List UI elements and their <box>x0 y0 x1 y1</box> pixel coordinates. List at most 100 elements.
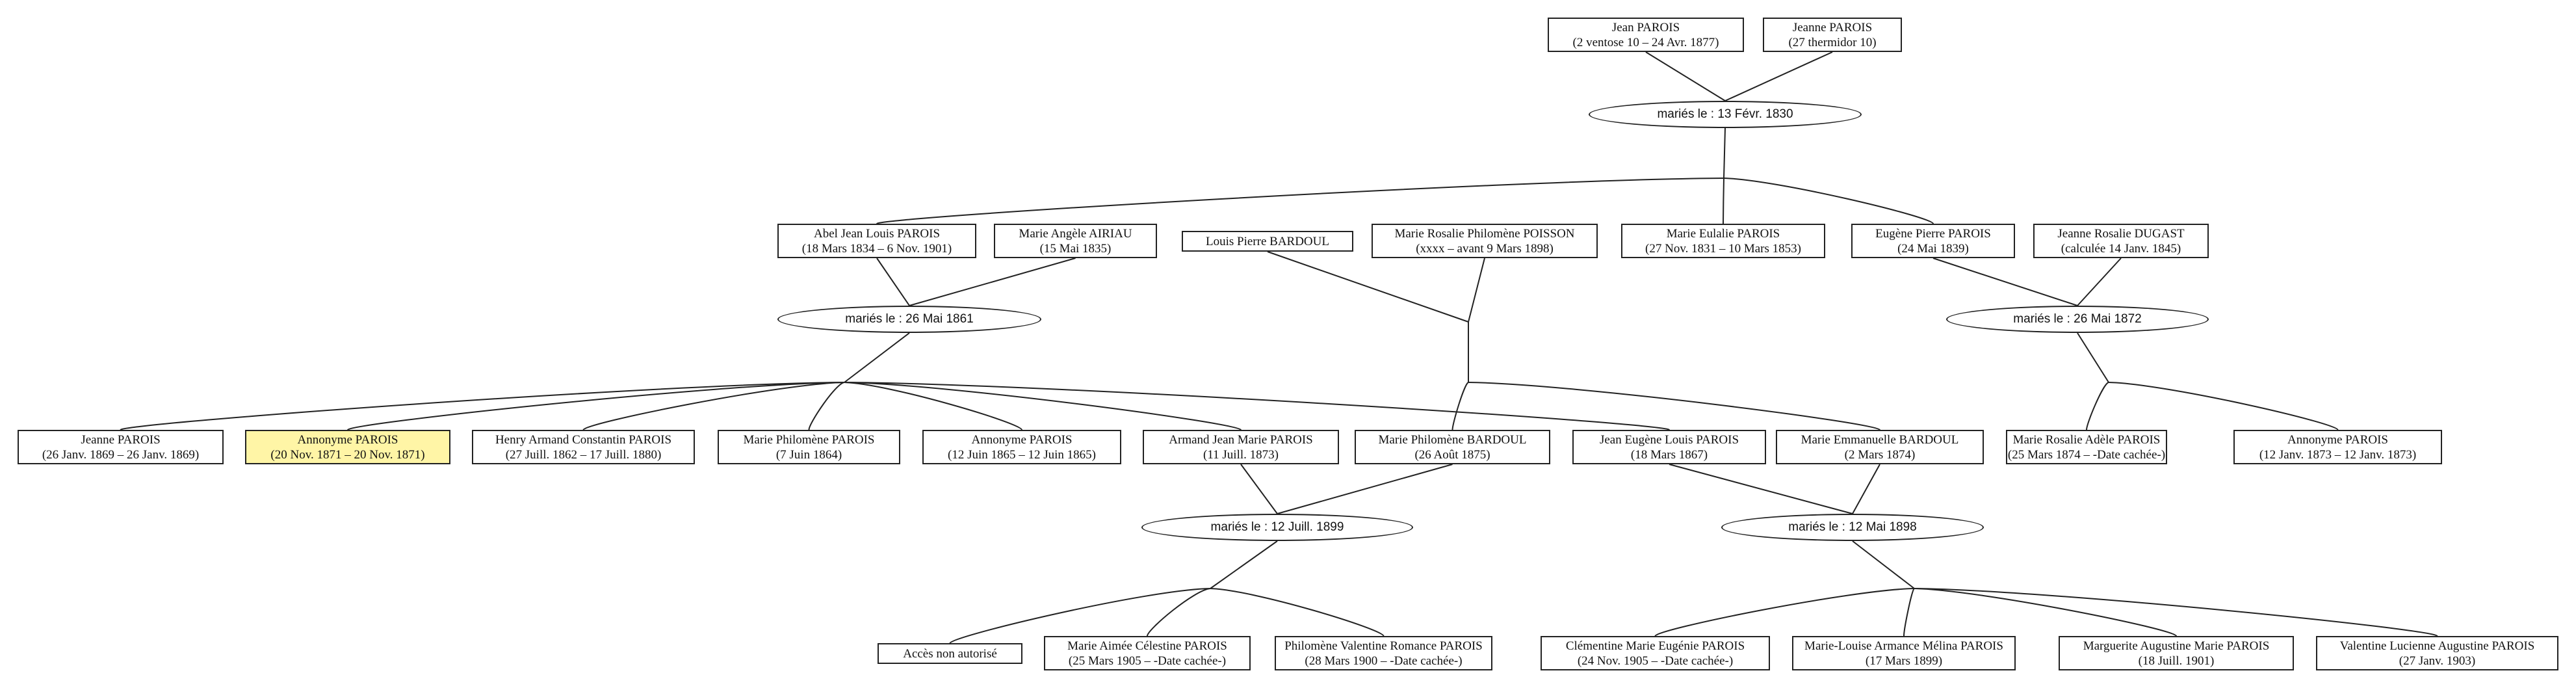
person-dates: (2 ventose 10 – 24 Avr. 1877) <box>1572 35 1719 49</box>
person-box[interactable]: Valentine Lucienne Augustine PAROIS(27 J… <box>2316 636 2558 670</box>
descent-link <box>844 332 910 383</box>
marriage-node[interactable]: mariés le : 13 Févr. 1830 <box>1589 101 1862 128</box>
person-name: Marie-Louise Armance Mélina PAROIS <box>1804 639 2003 653</box>
person-name: Annonyme PAROIS <box>297 432 398 447</box>
spouse-link <box>1852 464 1880 514</box>
child-link <box>347 382 845 430</box>
person-name: Louis Pierre BARDOUL <box>1206 234 1329 248</box>
descent-link <box>1723 127 1726 179</box>
person-dates: (xxxx – avant 9 Mars 1898) <box>1416 241 1554 256</box>
person-dates: (26 Août 1875) <box>1414 447 1490 462</box>
person-name: Annonyme PAROIS <box>2287 432 2388 447</box>
person-box[interactable]: Accès non autorisé <box>878 643 1022 664</box>
person-box[interactable]: Henry Armand Constantin PAROIS(27 Juill.… <box>472 430 695 464</box>
child-link <box>582 382 845 430</box>
person-name: Marie Angèle AIRIAU <box>1019 226 1132 241</box>
person-dates: (27 thermidor 10) <box>1788 35 1877 49</box>
child-link <box>1654 588 1915 637</box>
person-box[interactable]: Eugène Pierre PAROIS(24 Mai 1839) <box>1851 224 2015 258</box>
person-name: Jean Eugène Louis PAROIS <box>1599 432 1739 447</box>
child-link <box>844 382 1022 430</box>
person-box[interactable]: Marguerite Augustine Marie PAROIS(18 Jui… <box>2059 636 2294 670</box>
person-name: Jean PAROIS <box>1611 20 1680 34</box>
child-link <box>1903 588 1915 637</box>
spouse-link <box>1669 464 1853 514</box>
child-link <box>1468 382 1880 430</box>
person-dates: (24 Mai 1839) <box>1897 241 1969 256</box>
person-name: Marie Rosalie Philomène POISSON <box>1394 226 1575 241</box>
person-box[interactable]: Clémentine Marie Eugénie PAROIS(24 Nov. … <box>1541 636 1770 670</box>
person-dates: (12 Juin 1865 – 12 Juin 1865) <box>948 447 1096 462</box>
person-box[interactable]: Marie Aimée Célestine PAROIS(25 Mars 190… <box>1044 636 1251 670</box>
person-dates: (25 Mars 1874 – -Date cachée-) <box>2007 447 2166 462</box>
descent-link <box>1210 540 1278 589</box>
person-name: Clémentine Marie Eugénie PAROIS <box>1565 639 1745 653</box>
person-box[interactable]: Marie Philomène PAROIS(7 Juin 1864) <box>718 430 900 464</box>
person-name: Jeanne PAROIS <box>81 432 161 447</box>
person-name: Annonyme PAROIS <box>971 432 1073 447</box>
child-link <box>808 382 845 430</box>
person-box[interactable]: Marie Rosalie Adèle PAROIS(25 Mars 1874 … <box>2006 430 2167 464</box>
marriage-node[interactable]: mariés le : 26 Mai 1872 <box>1946 306 2209 333</box>
person-box[interactable]: Armand Jean Marie PAROIS(11 Juill. 1873) <box>1143 430 1339 464</box>
person-dates: (18 Mars 1834 – 6 Nov. 1901) <box>801 241 952 256</box>
person-box[interactable]: Marie Emmanuelle BARDOUL(2 Mars 1874) <box>1776 430 1984 464</box>
person-box[interactable]: Annonyme PAROIS(12 Janv. 1873 – 12 Janv.… <box>2233 430 2442 464</box>
person-dates: (calculée 14 Janv. 1845) <box>2061 241 2181 256</box>
child-link <box>120 382 845 430</box>
person-box[interactable]: Abel Jean Louis PAROIS(18 Mars 1834 – 6 … <box>777 224 976 258</box>
marriage-node[interactable]: mariés le : 12 Mai 1898 <box>1721 514 1984 541</box>
spouse-link <box>876 258 910 306</box>
person-name: Philomène Valentine Romance PAROIS <box>1284 639 1483 653</box>
child-link <box>1914 588 2438 637</box>
marriage-label: mariés le : 26 Mai 1872 <box>2013 312 2142 326</box>
person-dates: (27 Janv. 1903) <box>2399 654 2476 668</box>
person-box[interactable]: Marie Rosalie Philomène POISSON(xxxx – a… <box>1372 224 1598 258</box>
person-box[interactable]: Jeanne PAROIS(27 thermidor 10) <box>1763 18 1902 52</box>
marriage-node[interactable]: mariés le : 26 Mai 1861 <box>777 306 1041 333</box>
person-dates: (17 Mars 1899) <box>1865 654 1943 668</box>
person-box[interactable]: Marie Angèle AIRIAU(15 Mai 1835) <box>994 224 1157 258</box>
person-dates: (24 Nov. 1905 – -Date cachée-) <box>1577 654 1734 668</box>
child-link <box>1914 588 2177 637</box>
person-box[interactable]: Annonyme PAROIS(12 Juin 1865 – 12 Juin 1… <box>922 430 1121 464</box>
person-name: Jeanne Rosalie DUGAST <box>2057 226 2185 241</box>
spouse-link <box>909 258 1076 306</box>
person-name: Marie Rosalie Adèle PAROIS <box>2012 432 2161 447</box>
person-box[interactable]: Jean PAROIS(2 ventose 10 – 24 Avr. 1877) <box>1548 18 1744 52</box>
person-dates: (20 Nov. 1871 – 20 Nov. 1871) <box>270 447 425 462</box>
person-box[interactable]: Annonyme PAROIS(20 Nov. 1871 – 20 Nov. 1… <box>245 430 450 464</box>
spouse-link <box>1277 464 1453 514</box>
person-name: Marie Aimée Célestine PAROIS <box>1067 639 1227 653</box>
person-box[interactable]: Philomène Valentine Romance PAROIS(28 Ma… <box>1275 636 1492 670</box>
person-dates: (7 Juin 1864) <box>775 447 842 462</box>
person-dates: (28 Mars 1900 – -Date cachée-) <box>1305 654 1463 668</box>
child-link <box>1210 588 1385 637</box>
child-link <box>1451 382 1469 430</box>
person-name: Valentine Lucienne Augustine PAROIS <box>2339 639 2535 653</box>
person-name: Marie Philomène PAROIS <box>743 432 875 447</box>
person-box[interactable]: Marie-Louise Armance Mélina PAROIS(17 Ma… <box>1792 636 2016 670</box>
marriage-label: mariés le : 13 Févr. 1830 <box>1657 107 1793 121</box>
person-dates: (26 Janv. 1869 – 26 Janv. 1869) <box>42 447 200 462</box>
person-box[interactable]: Jeanne Rosalie DUGAST(calculée 14 Janv. … <box>2033 224 2209 258</box>
spouse-link <box>1240 464 1278 514</box>
person-box[interactable]: Jeanne PAROIS(26 Janv. 1869 – 26 Janv. 1… <box>18 430 224 464</box>
person-box[interactable]: Marie Eulalie PAROIS(27 Nov. 1831 – 10 M… <box>1621 224 1825 258</box>
person-name: Henry Armand Constantin PAROIS <box>495 432 672 447</box>
marriage-node[interactable]: mariés le : 12 Juill. 1899 <box>1141 514 1413 541</box>
spouse-link <box>1932 258 2078 306</box>
person-box[interactable]: Jean Eugène Louis PAROIS(18 Mars 1867) <box>1572 430 1766 464</box>
person-name: Marie Eulalie PAROIS <box>1666 226 1780 241</box>
child-link <box>876 178 1724 224</box>
person-name: Abel Jean Louis PAROIS <box>813 226 941 241</box>
person-name: Eugène Pierre PAROIS <box>1875 226 1991 241</box>
spouse-link <box>1724 51 1833 101</box>
person-box[interactable]: Marie Philomène BARDOUL(26 Août 1875) <box>1355 430 1550 464</box>
child-link <box>844 382 1242 430</box>
child-link <box>1723 178 1934 224</box>
person-box[interactable]: Louis Pierre BARDOUL <box>1182 231 1353 252</box>
person-name: Marie Philomène BARDOUL <box>1378 432 1527 447</box>
